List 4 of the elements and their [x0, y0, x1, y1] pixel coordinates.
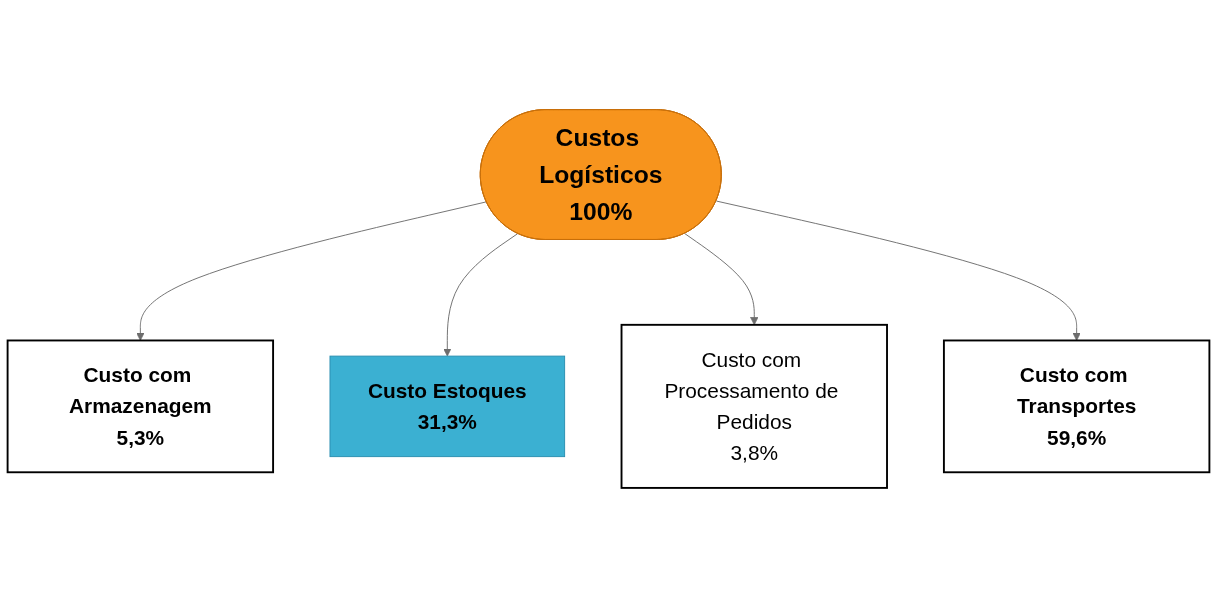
node-box: Custo com Processamento de Pedidos 3,8% — [620, 324, 888, 490]
node-box: Custo Estoques 31,3% — [329, 355, 566, 458]
node-box: Custo com Armazenagem 5,3% — [6, 339, 275, 474]
node-box: Custo com Transportes 59,6% — [942, 339, 1211, 474]
